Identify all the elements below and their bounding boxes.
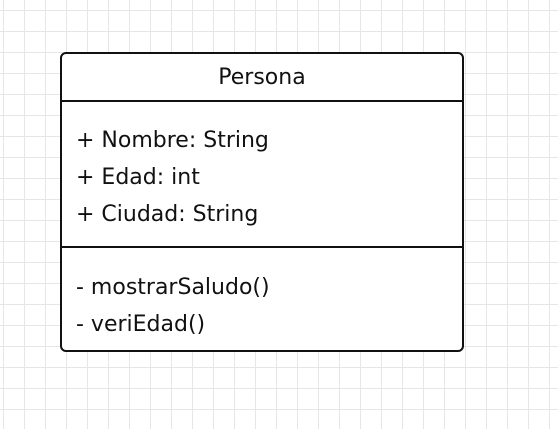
methods-compartment: - mostrarSaludo() - veriEdad() <box>62 248 462 350</box>
attribute-edad: + Edad: int <box>76 165 200 190</box>
method-veri-edad: - veriEdad() <box>76 312 206 337</box>
attribute-ciudad: + Ciudad: String <box>76 202 259 227</box>
attributes-compartment: + Nombre: String + Edad: int + Ciudad: S… <box>62 102 462 248</box>
uml-class-persona[interactable]: Persona + Nombre: String + Edad: int + C… <box>60 52 464 352</box>
attribute-nombre: + Nombre: String <box>76 128 269 153</box>
method-mostrar-saludo: - mostrarSaludo() <box>76 275 270 300</box>
class-name: Persona <box>62 54 462 102</box>
